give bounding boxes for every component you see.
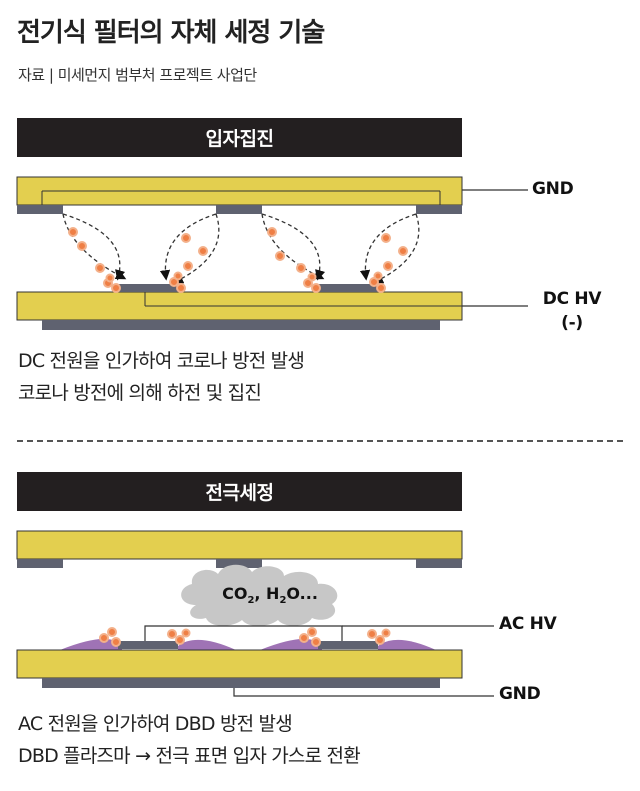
bottom-electrode [42,320,440,330]
collecting-electrode [318,284,378,292]
particle [107,627,117,637]
particle [311,283,321,293]
particle [105,273,115,283]
particle [307,272,317,282]
top-electrode [216,205,262,214]
collection-diagram [16,176,528,330]
collection-desc-line1: DC 전원을 인가하여 코로나 방전 발생 [18,350,305,372]
particle [311,637,321,647]
label-dchv-line2: (-) [561,313,583,333]
particle [299,633,309,643]
gas-cloud [181,564,338,626]
particle [181,233,191,243]
collection-desc-line2: 코로나 방전에 의해 하전 및 집진 [18,382,262,404]
plasma-glow [378,639,436,650]
top-electrode [17,559,63,568]
particle [367,629,377,639]
discharge-electrode [118,641,178,649]
achv-wire [144,625,343,641]
particle [183,261,193,271]
trajectory-arrow [62,213,126,281]
label-gnd-bottom: GND [499,684,541,704]
particle [68,227,78,237]
particle [111,283,121,293]
bottom-plate [16,649,463,679]
particle [267,227,277,237]
trajectory-arrow [172,213,220,284]
trajectory-arrow [159,213,217,281]
particle [173,271,183,281]
particle [375,635,385,645]
particle [307,627,317,637]
label-dchv: DC HV (-) [532,289,612,333]
label-achv: AC HV [499,614,557,634]
particle [198,246,208,256]
particle [398,246,408,256]
particle [296,263,306,273]
source-credit: 자료 | 미세먼지 범부처 프로젝트 사업단 [18,66,257,84]
particle [167,629,177,639]
cleaning-desc-line1: AC 전원을 인가하여 DBD 방전 발생 [18,713,293,735]
gnd-leader-line [233,688,494,697]
trajectory-arrow [261,213,325,280]
particle [99,633,109,643]
top-electrode [416,559,462,568]
particle [175,635,185,645]
discharge-electrode [318,641,378,649]
collecting-electrode [118,284,178,292]
top-electrode [17,205,63,214]
particle [95,263,105,273]
collection-description: DC 전원을 인가하여 코로나 방전 발생 코로나 방전에 의해 하전 및 집진 [18,345,305,409]
trajectory-arrow [359,213,417,281]
trajectory-arrow [62,213,127,280]
trajectory-arrow [261,213,326,281]
bottom-electrode [42,678,440,688]
particle [176,283,186,293]
trajectory-arrow [372,213,420,284]
label-dchv-line1: DC HV [542,289,602,309]
particle [181,628,191,638]
cleaning-desc-line2: DBD 플라즈마 → 전극 표면 입자 가스로 전환 [18,745,361,767]
section-divider [17,440,623,442]
particle [383,261,393,271]
top-electrode [216,559,262,568]
plasma-glow [178,639,236,650]
particle [275,251,285,261]
top-plate [16,530,463,560]
collection-banner: 입자집진 [17,118,462,157]
particle [381,628,391,638]
particle [373,271,383,281]
top-electrode [416,205,462,214]
cloud-gas-label: CO2, H2O... [222,584,318,607]
particle [77,241,87,251]
particle [111,637,121,647]
page-title: 전기식 필터의 자체 세정 기술 [17,18,325,48]
cleaning-description: AC 전원을 인가하여 DBD 방전 발생 DBD 플라즈마 → 전극 표면 입… [18,708,361,772]
label-gnd-top: GND [532,179,574,199]
cleaning-banner: 전극세정 [17,472,462,511]
particle [381,233,391,243]
particle [376,283,386,293]
cleaning-diagram [16,530,494,697]
